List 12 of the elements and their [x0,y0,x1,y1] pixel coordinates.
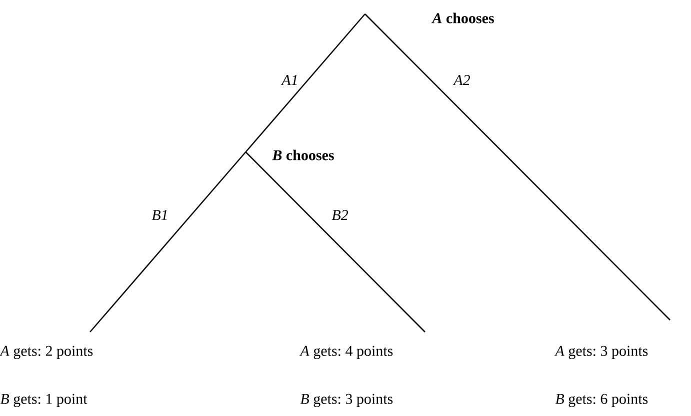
branch-line [245,14,366,152]
edge-label: B2 [332,210,348,220]
outcome-text: A gets: 4 points B gets: 3 points [299,346,393,408]
branch-line [364,14,670,320]
decision-label: B chooses [272,150,334,160]
branch-line [90,152,246,332]
edge-label: B1 [152,210,167,220]
edge-label: A2 [452,75,470,85]
edge-label: A1 [280,75,297,85]
decision-label: A chooses [431,12,494,24]
branch-line [245,152,426,332]
outcome-text: A gets: 3 points B gets: 6 points [554,346,648,408]
